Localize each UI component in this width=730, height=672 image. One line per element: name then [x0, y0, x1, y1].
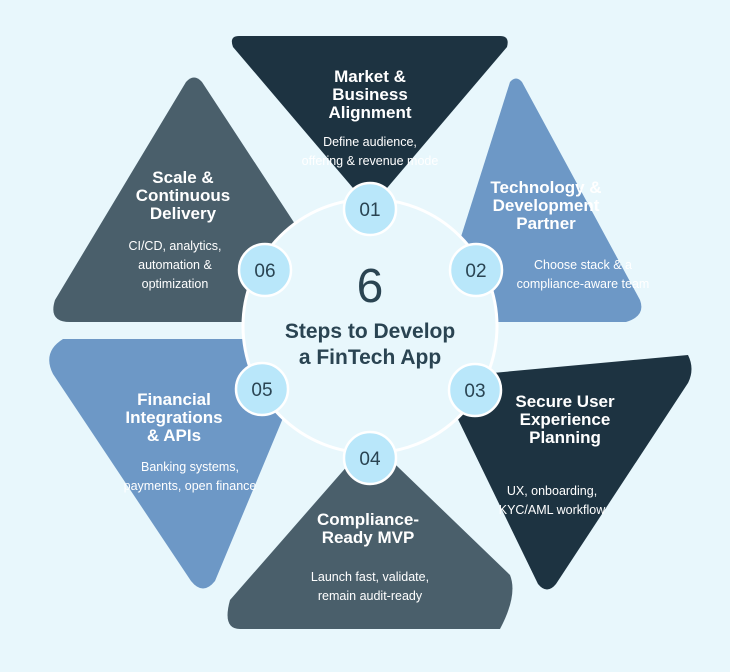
- step-1-title-line-2: Business: [332, 85, 408, 104]
- step-6-badge: 06: [237, 242, 293, 298]
- center-number: 6: [357, 260, 384, 313]
- step-1-badge-circle: [342, 181, 398, 237]
- step-6-desc-line-2: automation &: [138, 258, 212, 272]
- step-2-title-line-3: Partner: [516, 214, 576, 233]
- step-1-badge: 01: [342, 181, 398, 237]
- step-6-desc-line-1: CI/CD, analytics,: [128, 239, 221, 253]
- step-2-title-line-2: Development: [493, 196, 600, 215]
- step-2-badge: 02: [448, 242, 504, 298]
- step-4-badge-circle: [342, 430, 398, 486]
- step-1-number: 01: [359, 200, 380, 221]
- step-4-badge: 04: [342, 430, 398, 486]
- center-title-line-2: a FinTech App: [299, 346, 441, 369]
- step-3-number: 03: [464, 381, 485, 402]
- step-5-badge: 05: [234, 361, 290, 417]
- step-1-desc-line-2: offering & revenue mode: [302, 154, 439, 168]
- step-6-badge-circle: [237, 242, 293, 298]
- step-4-number: 04: [359, 449, 381, 470]
- step-2-badge-circle: [448, 242, 504, 298]
- step-1-shape: [231, 36, 508, 208]
- step-5-badge-circle: [234, 361, 290, 417]
- step-3-title-line-3: Planning: [529, 428, 601, 447]
- step-3-shape: [438, 355, 692, 590]
- step-4-title-line-2: Ready MVP: [322, 528, 415, 547]
- center-title-line-1: Steps to Develop: [285, 320, 455, 343]
- step-3-title-line-2: Experience: [520, 410, 611, 429]
- step-3-title-line-1: Secure User: [515, 392, 615, 411]
- step-5-title-line-3: & APIs: [147, 426, 201, 445]
- step-1-title-line-1: Market &: [334, 67, 406, 86]
- step-2-number: 02: [465, 261, 486, 282]
- step-1-desc-line-1: Define audience,: [323, 135, 417, 149]
- step-4-desc-line-1: Launch fast, validate,: [311, 570, 429, 584]
- step-6-title-line-1: Scale &: [152, 168, 213, 187]
- step-3-badge-circle: [447, 362, 503, 418]
- step-5-number: 05: [251, 380, 272, 401]
- step-6-title-line-3: Delivery: [150, 204, 217, 223]
- step-4-desc-line-2: remain audit-ready: [318, 589, 423, 603]
- step-4-shape: [227, 440, 513, 629]
- step-3-badge: 03: [447, 362, 503, 418]
- step-4-segment: Compliance-Ready MVP Launch fast, validat…: [227, 440, 513, 629]
- step-1-title-line-3: Alignment: [328, 103, 411, 122]
- step-2-desc-line-2: compliance-aware team: [517, 277, 650, 291]
- step-6-number: 06: [254, 261, 275, 282]
- step-5-desc-line-1: Banking systems,: [141, 460, 239, 474]
- step-5-title-line-1: Financial: [137, 390, 211, 409]
- step-badges: 01 02 03 04 05 06: [234, 181, 504, 486]
- step-6-title-line-2: Continuous: [136, 186, 230, 205]
- step-6-desc-line-3: optimization: [142, 277, 209, 291]
- step-2-title-line-1: Technology &: [490, 178, 601, 197]
- step-4-title-line-1: Compliance-: [317, 510, 419, 529]
- step-2-desc-line-1: Choose stack & a: [534, 258, 632, 272]
- step-5-desc-line-2: payments, open finance: [124, 479, 257, 493]
- step-3-desc-line-2: KYC/AML workflow: [499, 503, 606, 517]
- step-5-title-line-2: Integrations: [125, 408, 222, 427]
- center-circle-group: 6 Steps to Develop a FinTech App: [241, 197, 499, 455]
- step-3-desc-line-1: UX, onboarding,: [507, 484, 597, 498]
